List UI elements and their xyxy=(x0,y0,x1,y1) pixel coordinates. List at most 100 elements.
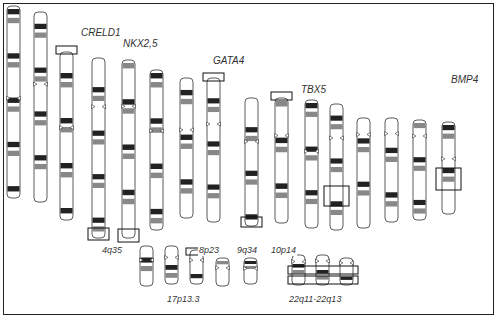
chromosome xyxy=(122,60,135,238)
chromosome-band xyxy=(123,199,135,204)
chromosome-band xyxy=(443,168,455,173)
chromosome-band xyxy=(276,183,288,188)
chromosome-band xyxy=(151,118,163,123)
chromosome-band xyxy=(35,164,47,169)
gene-label: CRELD1 xyxy=(80,27,121,38)
locus-label: 10p14 xyxy=(270,246,297,256)
chromosome-band xyxy=(35,33,47,38)
locus-label: 17p13.3 xyxy=(166,295,201,305)
centromere xyxy=(330,136,344,140)
chromosome-band xyxy=(331,116,343,121)
chromosome-band xyxy=(61,82,73,87)
chromosome xyxy=(413,120,426,220)
chromosome-band xyxy=(306,112,318,117)
chromosome-band xyxy=(246,127,258,132)
locus-box xyxy=(436,168,461,190)
chromosome-band xyxy=(181,90,193,95)
chromosome-band xyxy=(8,142,20,147)
chromosome xyxy=(34,12,47,202)
locus-box xyxy=(203,73,224,81)
chromosome-band xyxy=(386,192,398,197)
locus-box xyxy=(118,229,139,242)
chromosome-band xyxy=(246,171,258,176)
chromosome-band xyxy=(246,136,258,141)
chromosome-band xyxy=(93,96,105,101)
chromosome-band xyxy=(306,155,318,160)
chromosome-band xyxy=(358,147,370,152)
chromosome-band xyxy=(61,73,73,78)
chromosome-band xyxy=(246,179,258,184)
chromosome-band xyxy=(181,144,193,149)
centromere xyxy=(357,133,371,137)
figure-frame xyxy=(4,4,494,315)
chromosome xyxy=(92,58,105,238)
chromosome-band xyxy=(276,147,288,152)
chromosome-band xyxy=(386,201,398,206)
centromere xyxy=(150,129,164,133)
centromere xyxy=(207,122,221,126)
chromosome-band xyxy=(331,158,343,163)
chromosome-band xyxy=(358,182,370,187)
chromosome-band xyxy=(123,154,135,159)
chromosome-band xyxy=(61,163,73,168)
chromosome-band xyxy=(93,131,105,136)
chromosome-band xyxy=(8,62,20,67)
chromosome-band xyxy=(414,123,426,128)
chromosome xyxy=(7,6,20,198)
chromosome-band xyxy=(35,111,47,116)
chromosome-band xyxy=(358,190,370,195)
chromosome-band xyxy=(35,155,47,160)
locus-label: 4q35 xyxy=(101,246,123,256)
chromosome-band xyxy=(341,277,353,280)
chromosome-band xyxy=(181,135,193,140)
chromosome xyxy=(165,246,178,284)
centromere xyxy=(34,82,48,86)
chromosome xyxy=(150,70,163,230)
chromosome-band xyxy=(35,68,47,73)
chromosome xyxy=(385,118,398,222)
chromosome-band xyxy=(61,118,73,123)
chromosome-band xyxy=(414,200,426,205)
centromere xyxy=(305,149,319,153)
locus-box xyxy=(88,228,109,240)
chromosome xyxy=(340,258,353,285)
centromere xyxy=(275,134,289,138)
chromosome-band xyxy=(443,177,455,182)
chromosome-band xyxy=(93,87,105,92)
chromosome-band xyxy=(208,98,220,103)
chromosome-band xyxy=(293,270,305,274)
chromosome xyxy=(207,78,220,222)
chromosome-band xyxy=(208,185,220,190)
chromosome xyxy=(245,98,258,226)
chromosome-band xyxy=(191,274,203,278)
chromosome-band xyxy=(276,101,288,106)
chromosome-band xyxy=(166,265,178,270)
centromere xyxy=(7,96,21,100)
chromosome-band xyxy=(208,107,220,112)
chromosome-band xyxy=(123,108,135,113)
chromosome-band xyxy=(8,18,20,23)
locus-box xyxy=(241,217,262,227)
chromosome-band xyxy=(331,124,343,129)
chromosome-band xyxy=(317,276,329,280)
locus-box xyxy=(288,276,358,284)
chromosome-band xyxy=(93,226,105,231)
chromosome-band xyxy=(443,134,455,139)
chromosome-band xyxy=(141,266,153,271)
centromere xyxy=(60,126,74,130)
centromere xyxy=(216,266,230,270)
locus-box xyxy=(324,186,349,206)
gene-label: BMP4 xyxy=(450,74,479,85)
chromosome-band xyxy=(414,166,426,171)
chromosome-band xyxy=(151,73,163,78)
chromosome xyxy=(180,78,193,218)
chromosome-band xyxy=(123,144,135,149)
chromosome-band xyxy=(123,190,135,195)
chromosome xyxy=(357,118,370,228)
chromosome xyxy=(275,98,288,223)
chromosome-band xyxy=(276,138,288,143)
chromosome xyxy=(140,246,153,286)
chromosome-band xyxy=(35,120,47,125)
chromosome-band xyxy=(414,208,426,213)
